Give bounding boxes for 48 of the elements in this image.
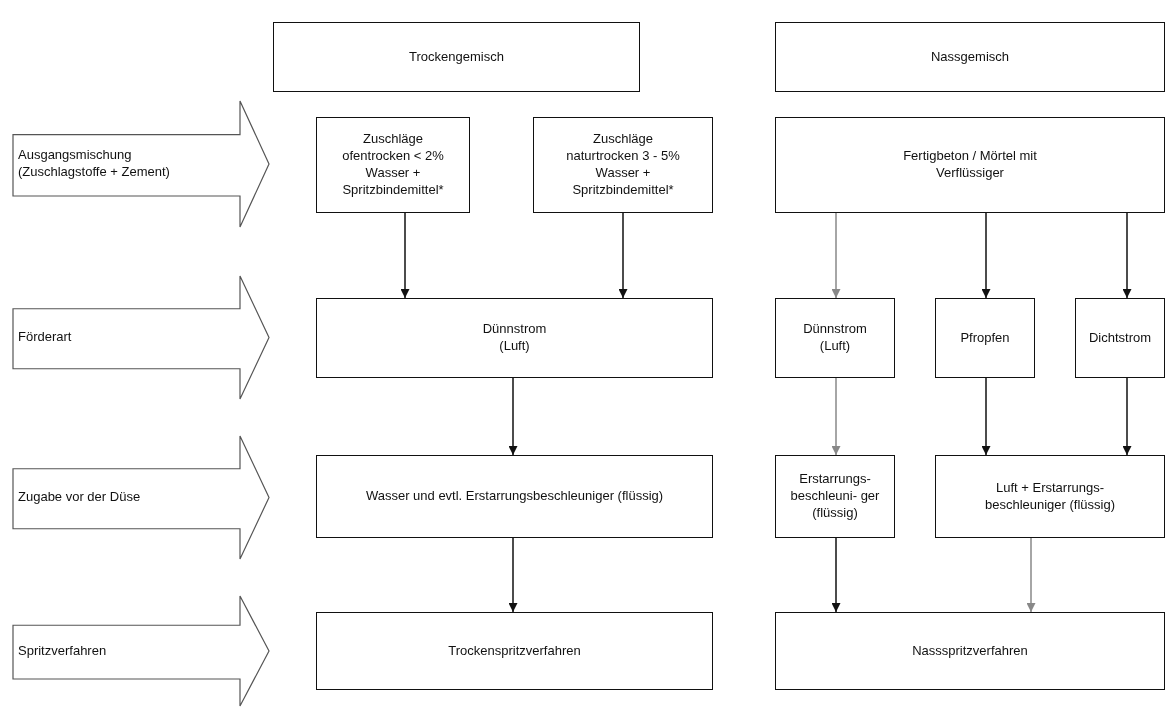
process-box (316, 117, 470, 213)
process-box (775, 298, 895, 378)
stage-label: Förderart (18, 329, 72, 346)
row-header-block (12, 275, 270, 400)
arrow (831, 212, 841, 299)
box-text: Nassgemisch (931, 48, 1009, 66)
process-box (775, 455, 895, 538)
box-text: Wasser und evtl. Erstarrungsbeschleuniger (flüssig) (365, 488, 664, 505)
arrow (508, 537, 518, 613)
process-box (316, 455, 713, 538)
row-header-block (12, 435, 270, 560)
box-text: Trockenspritzverfahren (448, 642, 581, 660)
row-header-block (12, 595, 270, 707)
box-text: Dünnstrom (Luft) (481, 321, 548, 355)
process-box (775, 612, 1165, 690)
box-text: Dünnstrom (Luft) (802, 321, 868, 355)
arrow (981, 212, 991, 299)
arrow (1122, 212, 1132, 299)
process-box (316, 298, 713, 378)
process-box (533, 117, 713, 213)
arrow (1026, 537, 1036, 613)
arrow (831, 377, 841, 456)
box-text: Pfropfen (960, 329, 1010, 347)
process-box (775, 117, 1165, 213)
box-text: Zuschläge naturtrocken 3 - 5% Wasser + Spritzbindemittel* (565, 131, 681, 199)
arrow (618, 212, 628, 299)
box-text: Fertigbeton / Mörtel mit Verflüssiger (902, 148, 1038, 182)
arrow (1122, 377, 1132, 456)
arrow (981, 377, 991, 456)
process-box (935, 298, 1035, 378)
stage-label: Ausgangsmischung (Zuschlagstoffe + Zement) (18, 147, 171, 181)
process-box (316, 612, 713, 690)
box-text: Nassspritzverfahren (912, 642, 1028, 660)
arrow (508, 377, 518, 456)
process-box (935, 455, 1165, 538)
process-box (273, 22, 640, 92)
box-text: Zuschläge ofentrocken < 2% Wasser + Spritzbindemittel* (341, 131, 445, 199)
row-header-block (12, 100, 270, 228)
box-text: Luft + Erstarrungs- beschleuniger (flüssig) (983, 479, 1117, 514)
process-box (1075, 298, 1165, 378)
stage-label: Zugabe vor der Düse (18, 489, 141, 506)
stage-label: Spritzverfahren (18, 642, 107, 660)
process-box (775, 22, 1165, 92)
box-text: Erstarrungs- beschleuni- ger (flüssig) (790, 471, 880, 522)
arrow (400, 212, 410, 299)
box-text: Trockengemisch (409, 48, 504, 66)
arrow (831, 537, 841, 613)
box-text: Dichtstrom (1088, 329, 1152, 347)
